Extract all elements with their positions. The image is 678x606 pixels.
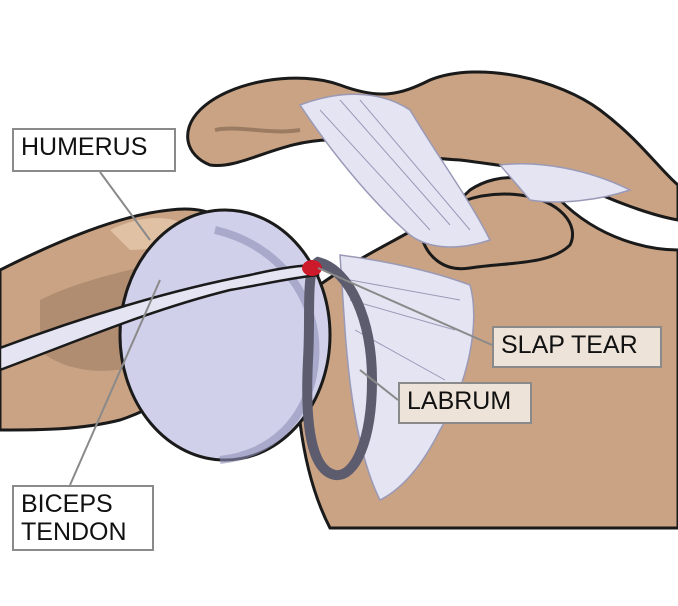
biceps-label-line2: TENDON (21, 517, 127, 546)
biceps-tendon (0, 263, 320, 372)
biceps-label-line1: BICEPS (21, 490, 113, 518)
slap-tear-mark (302, 260, 322, 276)
slap-tear-label-text: SLAP TEAR (501, 331, 638, 359)
biceps-tendon-label: BICEPS TENDON (12, 485, 154, 551)
humerus-label: HUMERUS (12, 128, 176, 172)
humerus-label-text: HUMERUS (21, 133, 148, 161)
ligaments (298, 93, 632, 502)
labrum-label: LABRUM (398, 382, 532, 424)
humeral-head (118, 208, 332, 462)
slap-tear-label: SLAP TEAR (492, 326, 662, 368)
leader-lines (69, 171, 493, 486)
labrum (302, 256, 378, 481)
labrum-label-text: LABRUM (407, 387, 512, 415)
